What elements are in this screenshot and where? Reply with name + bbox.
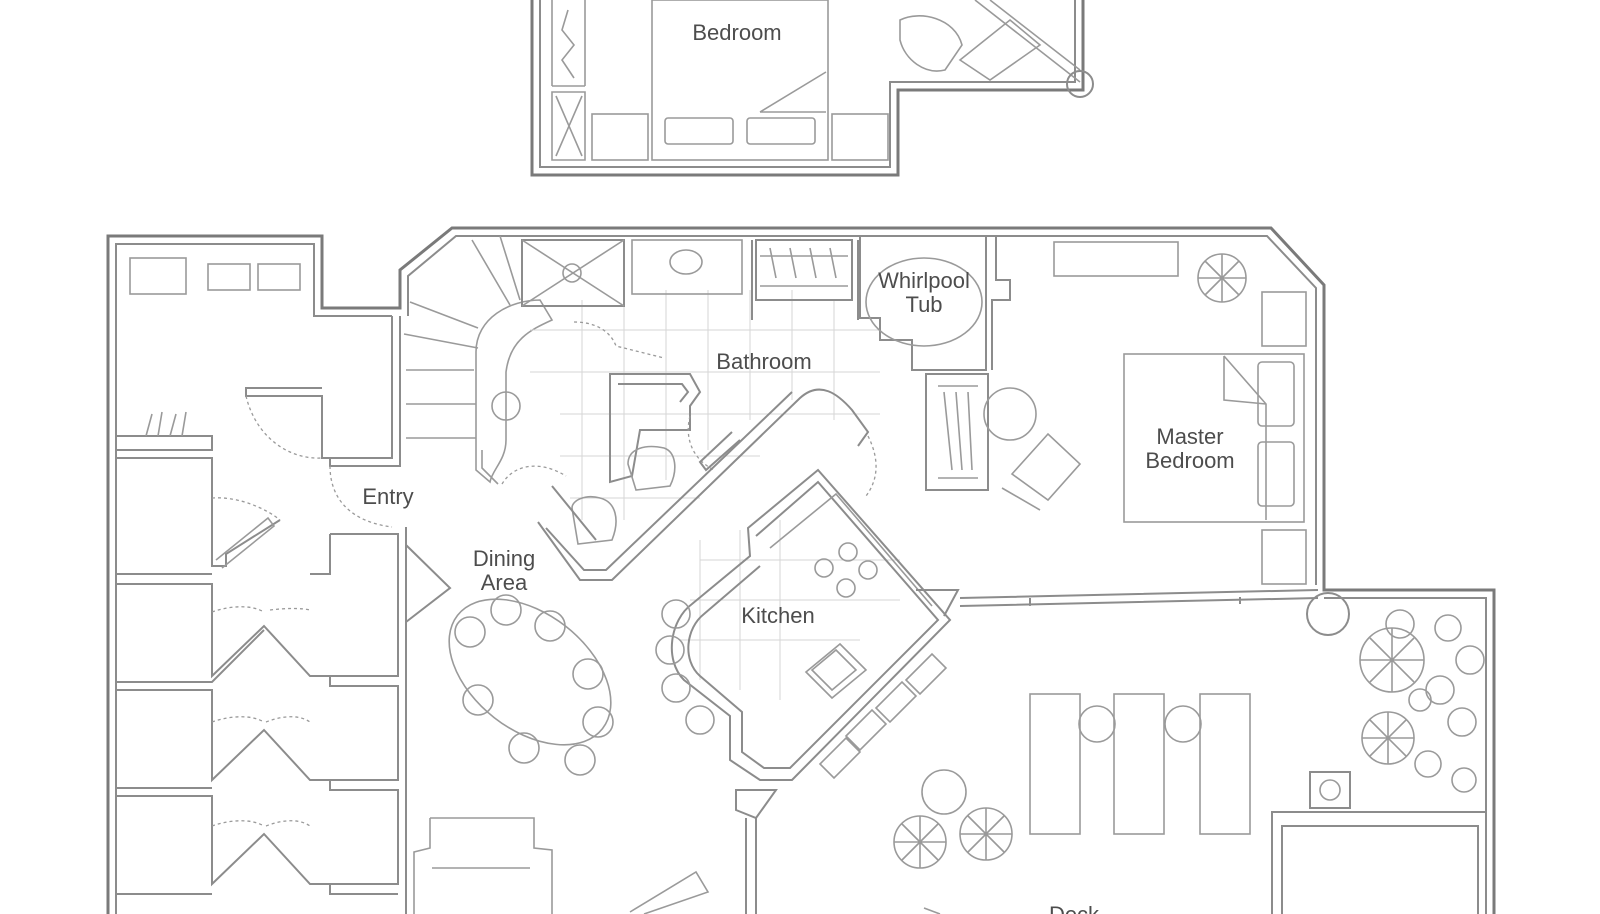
room-label-entry: Entry	[362, 484, 413, 509]
room-label-dining-1: Dining	[473, 546, 535, 571]
plant-icon	[1197, 253, 1247, 303]
main-floor-walls	[106, 226, 1496, 914]
room-label-whirlpool-2: Tub	[905, 292, 942, 317]
closet	[551, 0, 586, 161]
column	[1066, 70, 1094, 98]
bathroom: Bathroom Whirlpool Tub	[501, 235, 1011, 581]
master-bedroom: Master Bedroom	[925, 241, 1307, 585]
cooktop	[814, 542, 878, 598]
room-label-dining-2: Area	[481, 570, 528, 595]
deck-chair-icon	[893, 807, 1013, 869]
kitchen: Kitchen	[655, 468, 960, 914]
upper-bedroom-area: Bedroom	[530, 0, 1094, 177]
upper-bed	[591, 0, 889, 161]
room-label-master-2: Bedroom	[1145, 448, 1234, 473]
room-label-master-1: Master	[1156, 424, 1223, 449]
upper-chair	[899, 0, 1081, 83]
room-label-whirlpool-1: Whirlpool	[878, 268, 970, 293]
kitchen-sink	[804, 642, 868, 700]
plant-cluster-icon	[1359, 609, 1485, 793]
room-label-kitchen: Kitchen	[741, 603, 814, 628]
left-rooms	[116, 257, 452, 914]
deck: Deck	[893, 592, 1486, 914]
room-label-bedroom: Bedroom	[692, 20, 781, 45]
spiral-stairs	[403, 235, 554, 485]
room-label-deck: Deck	[1049, 902, 1100, 914]
room-label-bathroom: Bathroom	[716, 349, 811, 374]
dining-area: Dining Area Entry	[362, 484, 710, 914]
